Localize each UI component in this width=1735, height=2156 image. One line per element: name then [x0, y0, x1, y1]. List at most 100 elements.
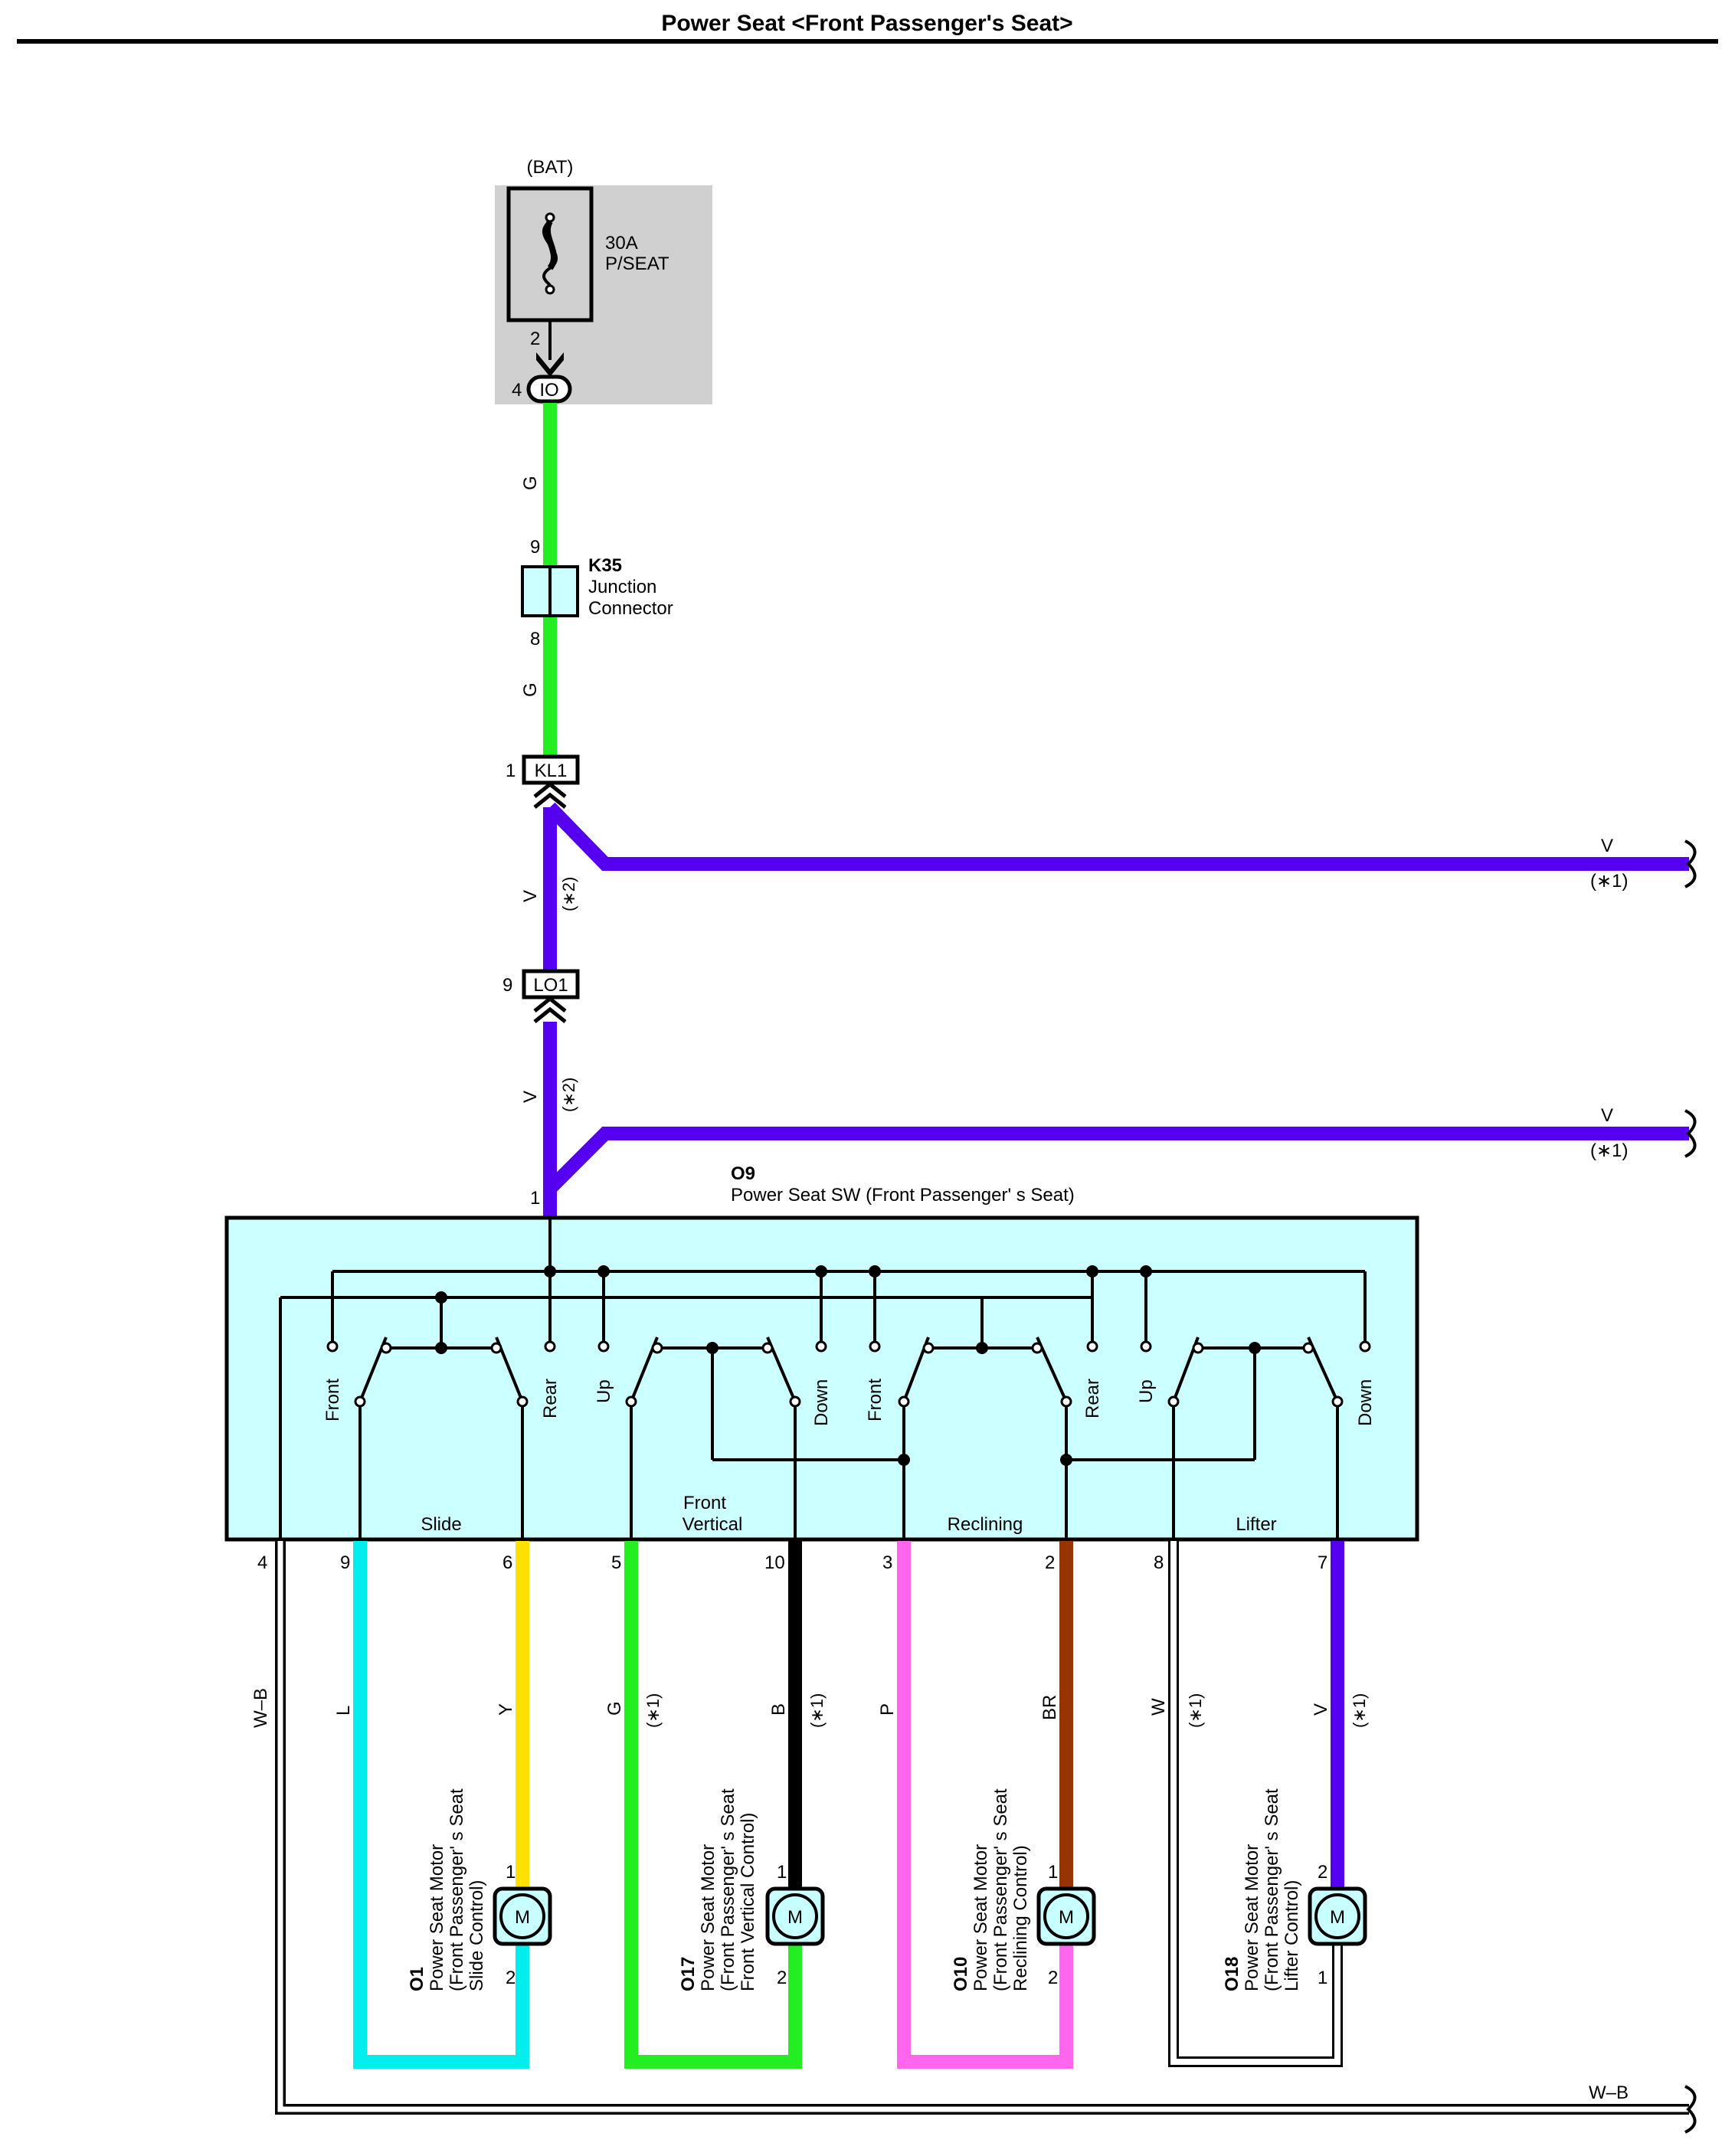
io-connector: [526, 375, 572, 404]
motor-o1-id: O1: [407, 1967, 427, 1991]
wire-l-loop: [353, 1541, 529, 2069]
wire-v-branch-2: [545, 1127, 1689, 1194]
wire-note-g: (∗1): [643, 1693, 663, 1728]
wire-p-loop: [897, 1541, 1073, 2069]
k35-pin-out: 8: [530, 629, 540, 649]
group-label-vertical: Vertical: [683, 1514, 743, 1535]
fuse-block: (BAT) 30A P/SEAT 2 IO 4: [495, 157, 712, 404]
fuse-box-bg: [495, 185, 712, 404]
wire-note-w: (∗1): [1186, 1693, 1205, 1728]
wire-label-br: BR: [1039, 1695, 1060, 1720]
motor-o18-line1: Power Seat Motor: [1242, 1844, 1262, 1991]
motor-o18-pin-bottom: 1: [1318, 1968, 1327, 1988]
switch-name: Power Seat SW (Front Passenger' s Seat): [731, 1185, 1075, 1206]
wire-label-w: W: [1148, 1698, 1169, 1716]
switch-internal-wiring: [279, 1218, 1367, 1539]
wire-note-v: (∗1): [1350, 1693, 1369, 1728]
junction-connector-k35: 9 8 K35 Junction Connector: [521, 537, 673, 649]
k35-line2: Connector: [588, 598, 673, 619]
motor-icon: [772, 1893, 818, 1939]
branch2-wire-label: V: [1601, 1105, 1613, 1126]
motor-o1-line3: Slide Control): [466, 1880, 487, 1991]
connector-kl1: KL1 1: [506, 754, 580, 809]
kl1-pin: 1: [506, 761, 516, 781]
motor-o10-pin-top: 1: [1048, 1862, 1058, 1883]
contact-label-reclining-rear: Rear: [1082, 1379, 1103, 1418]
motor-o17-pin-top: 1: [777, 1862, 787, 1883]
motor-o18-symbol: M: [1330, 1907, 1345, 1928]
wire-label-v-upper: V: [520, 890, 541, 902]
fuse-rating: 30A: [605, 233, 638, 254]
motor-o10-pin-bottom: 2: [1048, 1968, 1058, 1988]
motor-o18: M 2 1 O18 Power Seat Motor (Front Passen…: [1222, 1788, 1367, 1991]
wire-note-v-upper: (∗2): [559, 877, 578, 911]
wire-wb-outer: [275, 1541, 1689, 2115]
contact-label-lifter-down: Down: [1355, 1379, 1376, 1426]
motor-o10-line3: Reclining Control): [1010, 1845, 1031, 1991]
kl1-chevron-icon: [533, 781, 567, 809]
wire-label-wb-vertical: W–B: [250, 1688, 271, 1728]
io-label: IO: [539, 380, 558, 401]
wire-wb-inner: [277, 1541, 1689, 2112]
pin-9: 9: [340, 1552, 350, 1573]
fuse-terminal-bottom: [545, 284, 555, 295]
contact-label-lifter-up: Up: [1136, 1379, 1157, 1403]
motor-o10-line2: (Front Passenger' s Seat: [990, 1788, 1011, 1991]
motor-icon: [499, 1893, 545, 1939]
motor-o1-pin-bottom: 2: [506, 1968, 516, 1988]
wire-note-b: (∗1): [807, 1693, 827, 1728]
contact-label-reclining-front: Front: [865, 1379, 886, 1422]
contact-label-vertical-up: Up: [594, 1379, 614, 1403]
kl1-label: KL1: [535, 761, 568, 781]
switch-in-pin: 1: [530, 1188, 540, 1209]
pin-8: 8: [1154, 1552, 1164, 1573]
motor-o17-symbol: M: [787, 1907, 803, 1928]
motor-o1-line1: Power Seat Motor: [427, 1844, 447, 1991]
group-label-slide: Slide: [421, 1514, 461, 1535]
fuse-name: P/SEAT: [605, 254, 669, 274]
pin-4: 4: [257, 1552, 267, 1573]
connector-arrow-icon: [536, 352, 564, 377]
lo1-label: LO1: [533, 975, 568, 996]
motor-o17-line2: (Front Passenger' s Seat: [718, 1788, 738, 1991]
motor-o10: M 1 2 O10 Power Seat Motor (Front Passen…: [951, 1788, 1096, 1991]
pin-10: 10: [764, 1552, 785, 1573]
wire-w-loop: [1170, 1541, 1341, 2065]
wire-label-p: P: [877, 1703, 898, 1716]
fuse-element: [544, 220, 557, 270]
wire-label-g-upper: G: [520, 476, 541, 490]
motor-o17-pin-bottom: 2: [777, 1968, 787, 1988]
lo1-chevron-icon: [533, 996, 567, 1023]
wire-label-g: G: [604, 1701, 625, 1716]
pin-7: 7: [1318, 1552, 1327, 1573]
k35-line1: Junction: [588, 577, 656, 597]
motor-o18-line2: (Front Passenger' s Seat: [1262, 1788, 1282, 1991]
pin-2: 2: [1045, 1552, 1055, 1573]
branch1-note: (∗1): [1590, 871, 1628, 892]
motor-o17-id: O17: [678, 1957, 699, 1991]
k35-pin-in: 9: [530, 537, 540, 558]
contact-label-slide-rear: Rear: [540, 1379, 561, 1418]
wire-label-y: Y: [496, 1703, 516, 1716]
motor-o1-pin-top: 1: [506, 1862, 516, 1883]
motor-o10-line1: Power Seat Motor: [971, 1844, 991, 1991]
wire-label-wb-horizontal: W–B: [1589, 2082, 1629, 2103]
diagram-title: Power Seat <Front Passenger's Seat>: [661, 11, 1072, 36]
switch-junction-dots: [435, 1265, 1261, 1466]
pin-5: 5: [611, 1552, 621, 1573]
wire-label-b: B: [768, 1703, 789, 1716]
motor-o1-symbol: M: [515, 1907, 530, 1928]
wire-v-branch-1: [545, 802, 1689, 871]
group-label-reclining: Reclining: [948, 1514, 1023, 1535]
kl1-body: [522, 754, 580, 785]
wire-label-v: V: [1311, 1703, 1331, 1716]
contact-label-slide-front: Front: [322, 1379, 343, 1422]
switch-id: O9: [731, 1163, 755, 1184]
connector-lo1: LO1 9: [502, 969, 580, 1023]
motor-o10-symbol: M: [1059, 1907, 1074, 1928]
continuation-break-icon-2: [1684, 1109, 1697, 1158]
motor-o18-pin-top: 2: [1318, 1862, 1327, 1883]
pin-6: 6: [502, 1552, 512, 1573]
motor-o18-id: O18: [1222, 1957, 1242, 1991]
